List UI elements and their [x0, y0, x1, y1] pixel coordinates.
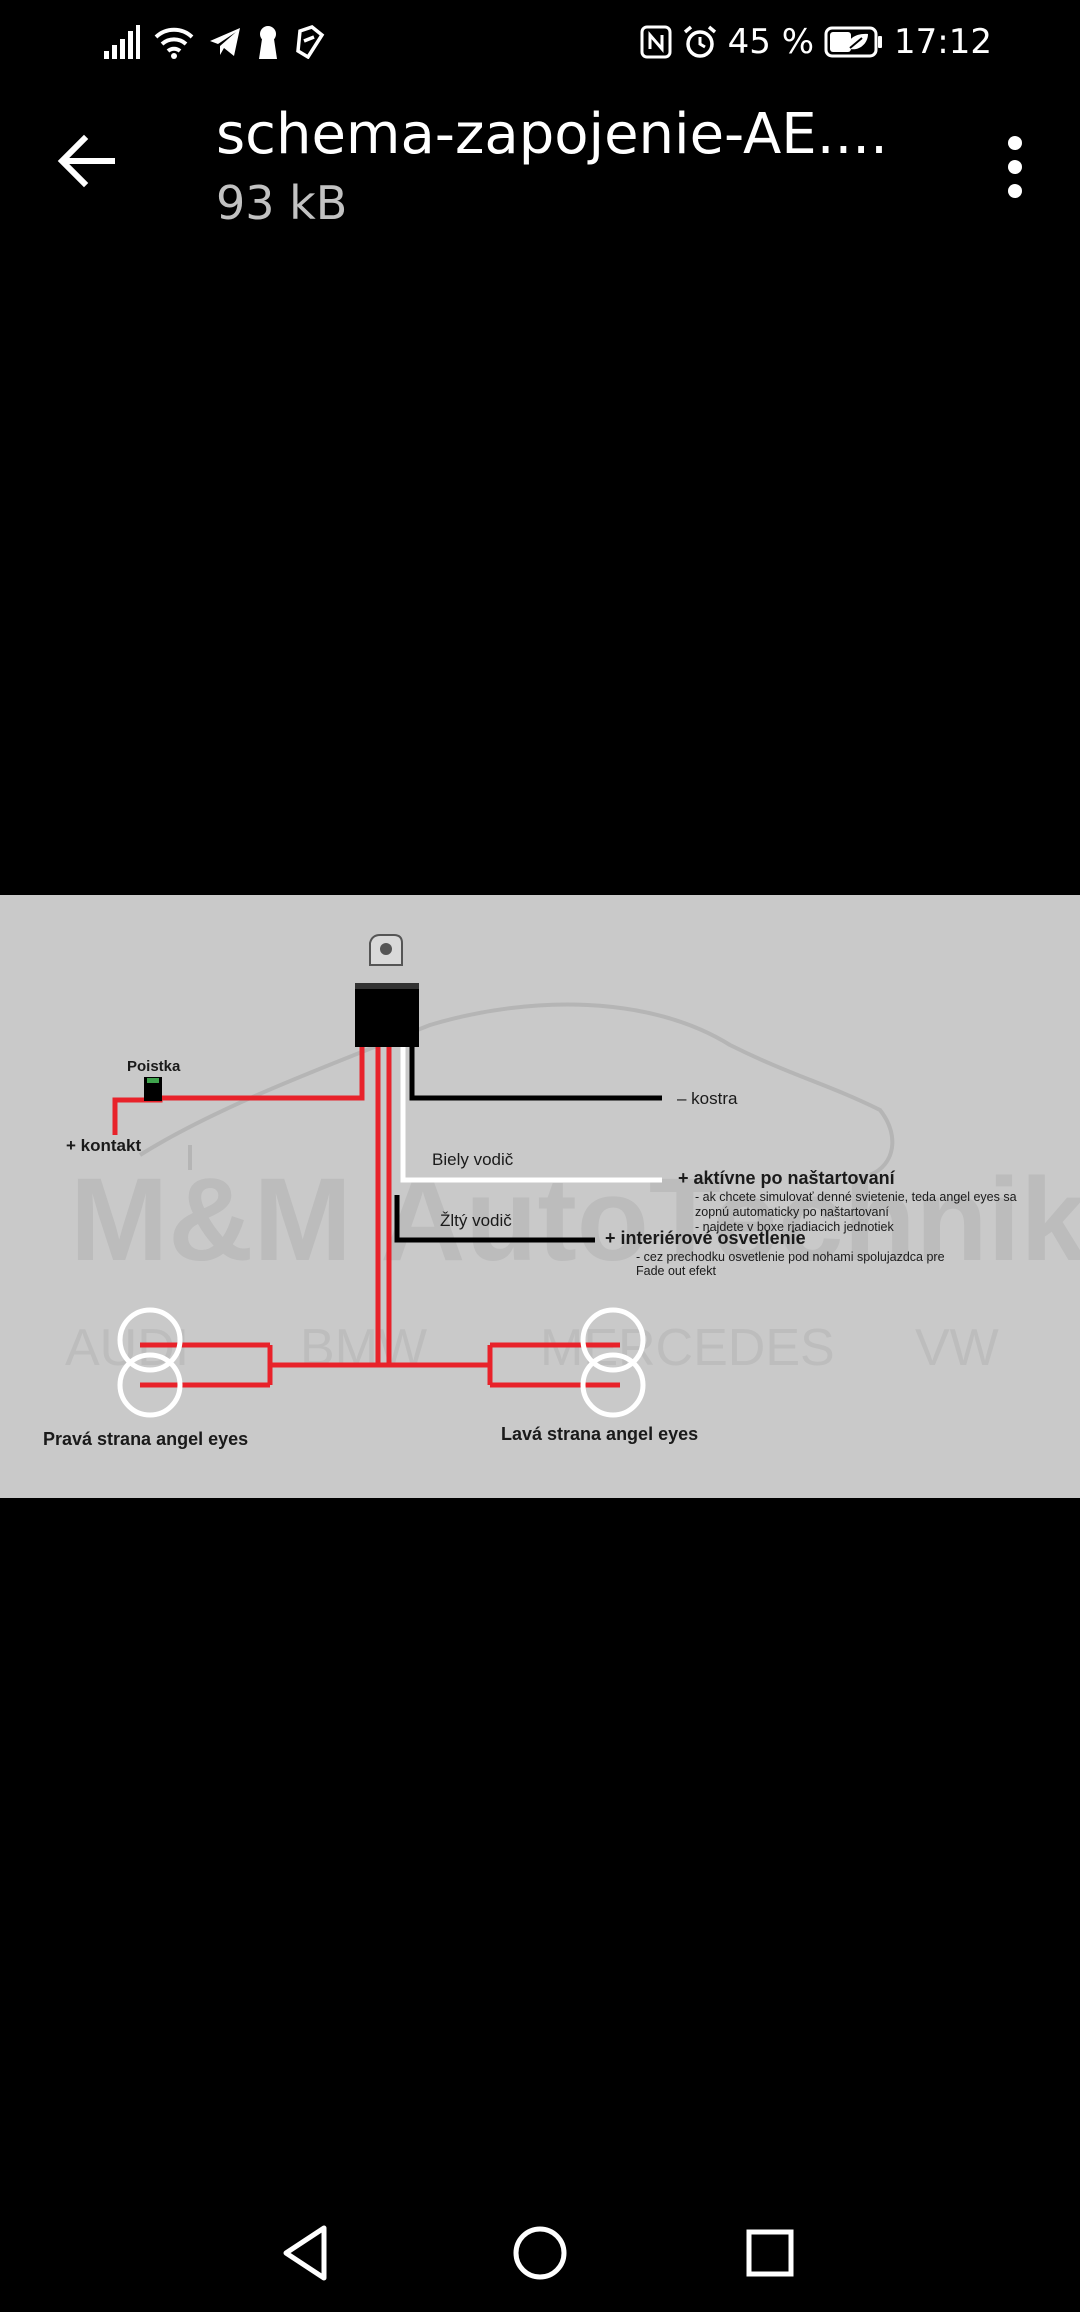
file-size: 93 kB: [216, 176, 348, 230]
yellow-wire-label: Žltý vodič: [440, 1211, 512, 1230]
white-wire-label: Biely vodič: [432, 1150, 514, 1169]
brand-bmw: BMW: [300, 1319, 427, 1377]
interior-note-2: Fade out efekt: [636, 1264, 716, 1278]
ground-label: – kostra: [677, 1089, 738, 1108]
wifi-icon: [154, 27, 194, 59]
nav-recents-icon[interactable]: [735, 2218, 805, 2288]
more-options-icon[interactable]: [990, 132, 1040, 202]
file-title: schema-zapojenie-AE....: [216, 102, 888, 167]
clock: 17:12: [894, 22, 992, 62]
car-silhouette: [138, 1002, 895, 1177]
nav-home-icon[interactable]: [505, 2218, 575, 2288]
battery-icon: [824, 26, 883, 58]
white-wire: [400, 1047, 662, 1183]
contact-label: + kontakt: [66, 1136, 141, 1155]
watermark-text: M&M AutoTechnik: [70, 1154, 1080, 1286]
image-viewer[interactable]: M&M AutoTechnik AUDI BMW MERCEDES VW: [0, 895, 1080, 1498]
back-arrow-icon[interactable]: [52, 126, 122, 196]
battery-percent: 45 %: [727, 22, 815, 62]
left-angel-eyes: [580, 1307, 646, 1418]
navigation-bar: [0, 2190, 1080, 2312]
signal-icon: [104, 25, 140, 59]
brand-vw: VW: [915, 1319, 999, 1377]
status-right: 45 % 17:12: [640, 20, 992, 64]
app-bar: schema-zapojenie-AE.... 93 kB: [0, 96, 1080, 246]
active-note-3: - najdete v boxe riadiacich jednotiek: [695, 1220, 894, 1234]
nfc-icon: [640, 25, 672, 59]
app-icon: [296, 25, 325, 59]
keyhole-icon: [259, 26, 277, 59]
alarm-icon: [683, 25, 716, 58]
active-title: + aktívne po naštartovaní: [678, 1168, 896, 1188]
status-left-icons: [104, 20, 326, 64]
active-note-2: zopnú automaticky po naštartovaní: [695, 1205, 889, 1219]
yellow-wire: [394, 1195, 595, 1243]
interior-title: + interiérové osvetlenie: [605, 1228, 806, 1248]
right-side-label: Pravá strana angel eyes: [43, 1429, 248, 1449]
ground-wire: [409, 1047, 662, 1101]
left-side-label: Lavá strana angel eyes: [501, 1424, 698, 1444]
nav-back-icon[interactable]: [272, 2218, 342, 2288]
active-note-1: - ak chcete simulovať denné svietenie, t…: [695, 1190, 1017, 1204]
right-angel-eyes: [117, 1307, 183, 1418]
relay: [355, 934, 419, 1047]
telegram-icon: [210, 28, 240, 56]
wiring-diagram: M&M AutoTechnik AUDI BMW MERCEDES VW: [43, 934, 1080, 1449]
fuse-label: Poistka: [127, 1058, 181, 1075]
interior-note-1: - cez prechodku osvetlenie pod nohami sp…: [636, 1250, 945, 1264]
red-wiring: [112, 1047, 620, 1388]
status-bar: 45 % 17:12: [0, 0, 1080, 82]
